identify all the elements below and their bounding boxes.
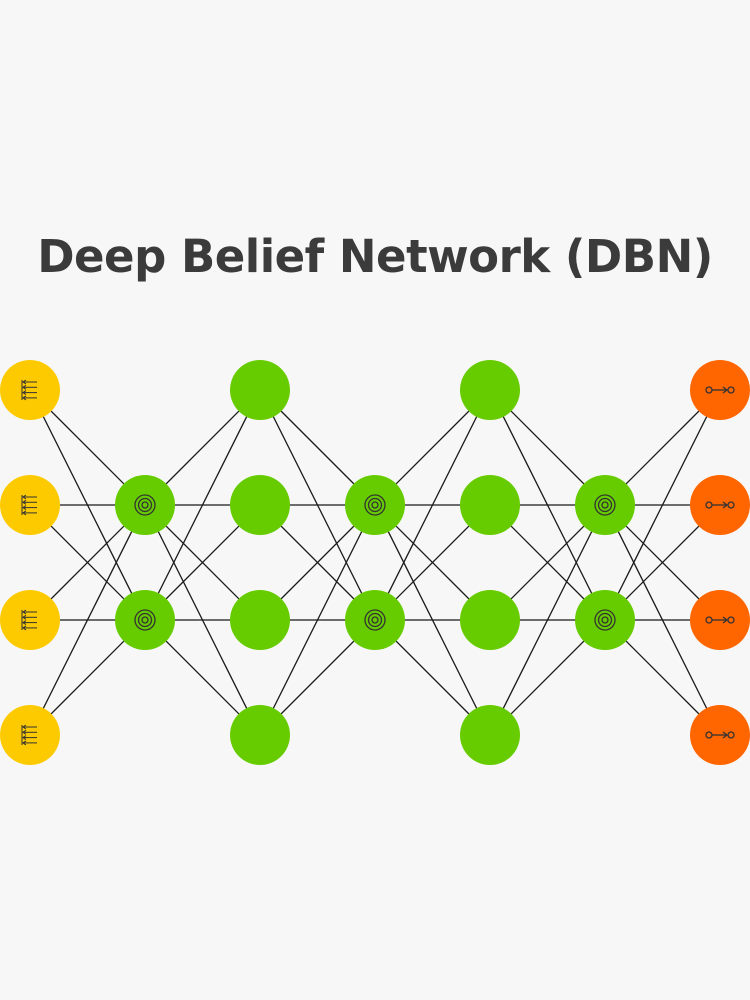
concentric-circle-icon: [134, 609, 156, 631]
input-lines-icon: [21, 609, 37, 631]
node-circle: [0, 705, 60, 765]
hidden-layer-4-node-2: [460, 475, 520, 535]
hidden-layer-1-node-2: [115, 590, 175, 650]
hidden-layer-1-node-1: [115, 475, 175, 535]
node-circle: [460, 475, 520, 535]
output-arrow-icon: [705, 731, 735, 739]
output-layer-node-1: [690, 360, 750, 420]
node-circle: [575, 475, 635, 535]
network-nodes: [0, 360, 750, 765]
hidden-layer-4-node-4: [460, 705, 520, 765]
input-layer-node-2: [0, 475, 60, 535]
node-circle: [230, 360, 290, 420]
node-circle: [0, 590, 60, 650]
node-circle: [0, 475, 60, 535]
hidden-layer-4: [460, 360, 520, 765]
input-lines-icon: [21, 724, 37, 746]
hidden-layer-2: [230, 360, 290, 765]
edge-hidden-layer-3-2-to-hidden-layer-4-1: [374, 389, 491, 621]
hidden-layer-2-node-3: [230, 590, 290, 650]
hidden-layer-2-node-1: [230, 360, 290, 420]
hidden-layer-2-node-2: [230, 475, 290, 535]
input-lines-icon: [21, 494, 37, 516]
hidden-layer-2-node-4: [230, 705, 290, 765]
hidden-layer-1: [115, 475, 175, 650]
concentric-circle-icon: [134, 494, 156, 516]
hidden-layer-5-node-2: [575, 590, 635, 650]
edge-hidden-layer-4-4-to-hidden-layer-5-1: [489, 504, 606, 736]
node-circle: [230, 705, 290, 765]
edge-hidden-layer-2-4-to-hidden-layer-3-1: [259, 504, 376, 736]
output-layer: [690, 360, 750, 765]
output-layer-node-3: [690, 590, 750, 650]
output-arrow-icon: [705, 501, 735, 509]
concentric-circle-icon: [594, 494, 616, 516]
input-lines-icon: [21, 379, 37, 401]
output-layer-node-4: [690, 705, 750, 765]
node-circle: [575, 590, 635, 650]
node-circle: [115, 475, 175, 535]
node-circle: [0, 360, 60, 420]
hidden-layer-4-node-3: [460, 590, 520, 650]
edge-hidden-layer-5-2-to-output-layer-1: [604, 389, 721, 621]
node-circle: [230, 475, 290, 535]
node-circle: [460, 705, 520, 765]
diagram-title: Deep Belief Network (DBN): [37, 230, 713, 283]
output-arrow-icon: [705, 386, 735, 394]
hidden-layer-5-node-1: [575, 475, 635, 535]
edge-input-layer-4-to-hidden-layer-1-1: [29, 504, 146, 736]
node-circle: [345, 475, 405, 535]
input-layer: [0, 360, 60, 765]
input-layer-node-1: [0, 360, 60, 420]
hidden-layer-3-node-2: [345, 590, 405, 650]
input-layer-node-3: [0, 590, 60, 650]
output-layer-node-2: [690, 475, 750, 535]
node-circle: [115, 590, 175, 650]
hidden-layer-4-node-1: [460, 360, 520, 420]
node-circle: [345, 590, 405, 650]
output-arrow-icon: [705, 616, 735, 624]
edge-hidden-layer-1-2-to-hidden-layer-2-1: [144, 389, 261, 621]
input-layer-node-4: [0, 705, 60, 765]
node-circle: [460, 590, 520, 650]
concentric-circle-icon: [594, 609, 616, 631]
concentric-circle-icon: [364, 609, 386, 631]
node-circle: [230, 590, 290, 650]
node-circle: [460, 360, 520, 420]
hidden-layer-3-node-1: [345, 475, 405, 535]
connection-edges: [29, 389, 721, 736]
hidden-layer-3: [345, 475, 405, 650]
hidden-layer-5: [575, 475, 635, 650]
concentric-circle-icon: [364, 494, 386, 516]
